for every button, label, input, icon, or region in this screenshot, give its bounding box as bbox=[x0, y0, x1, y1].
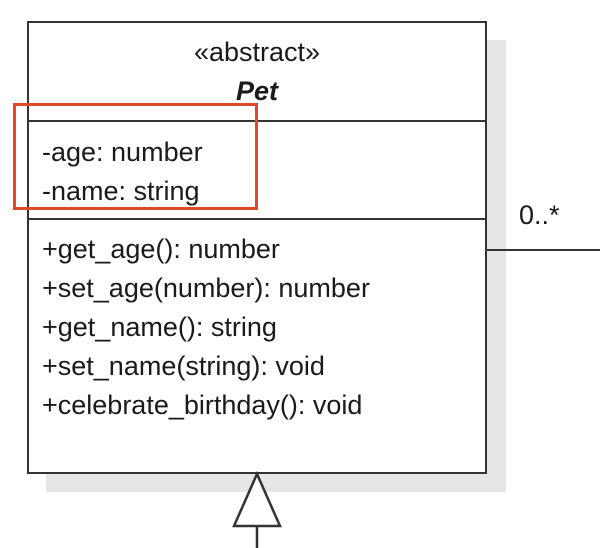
method-set-name[interactable]: +set_name(string): void bbox=[42, 351, 325, 381]
attribute-age[interactable]: -age: number bbox=[42, 137, 203, 167]
methods-compartment: +get_age(): number +set_age(number): num… bbox=[42, 230, 370, 425]
attributes-compartment: -age: number -name: string bbox=[42, 133, 203, 211]
attribute-name[interactable]: -name: string bbox=[42, 176, 200, 206]
method-get-age[interactable]: +get_age(): number bbox=[42, 234, 280, 264]
association-multiplicity: 0..* bbox=[519, 200, 560, 230]
method-celebrate-birthday[interactable]: +celebrate_birthday(): void bbox=[42, 390, 363, 420]
class-name: Pet bbox=[235, 76, 279, 106]
method-set-age[interactable]: +set_age(number): number bbox=[42, 273, 370, 303]
class-header: «abstract» Pet bbox=[29, 23, 485, 121]
method-get-name[interactable]: +get_name(): string bbox=[42, 312, 277, 342]
attributes-divider bbox=[29, 218, 485, 220]
uml-class-pet[interactable]: «abstract» Pet -age: number -name: strin… bbox=[27, 21, 487, 474]
class-stereotype: «abstract» bbox=[193, 37, 321, 67]
attributes-highlight-box bbox=[13, 103, 258, 210]
generalization-arrowhead-icon bbox=[232, 470, 282, 528]
